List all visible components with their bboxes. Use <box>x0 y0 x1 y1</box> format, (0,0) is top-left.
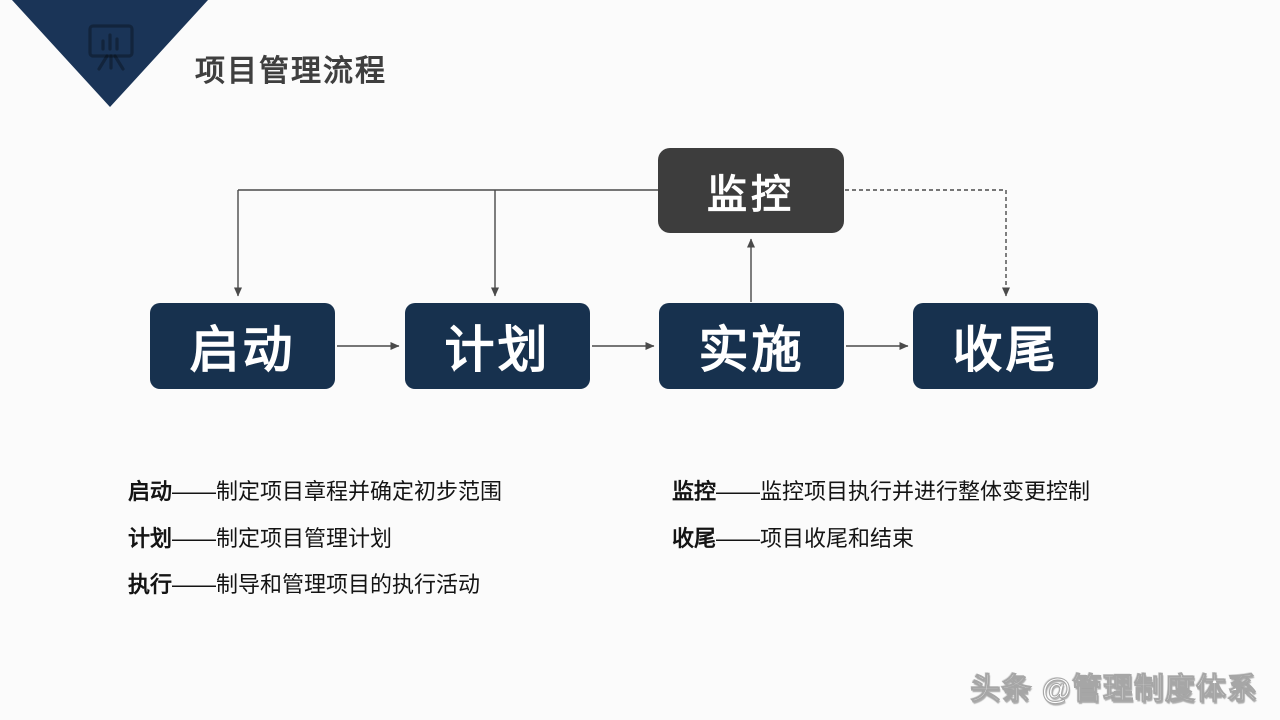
flow-box-close: 收尾 <box>913 303 1098 389</box>
definition-term: 执行 <box>128 572 173 597</box>
definition-dash: —— <box>172 479 217 504</box>
definition-dash: —— <box>716 525 761 551</box>
flow-box-monitor: 监控 <box>658 148 844 233</box>
definition-plan: 计划——制定项目管理计划 <box>128 516 502 563</box>
pennant-shape <box>12 0 208 107</box>
flow-box-implement: 实施 <box>659 303 844 389</box>
definition-dash: —— <box>172 525 217 551</box>
definition-close: 收尾——项目收尾和结束 <box>672 516 1090 563</box>
definition-dash: —— <box>716 479 761 504</box>
definitions-left-column: 启动——制定项目章程并确定初步范围 计划——制定项目管理计划 执行——制导和管理… <box>128 469 502 609</box>
flow-box-implement-label: 实施 <box>698 322 805 378</box>
flow-box-close-label: 收尾 <box>952 322 1059 378</box>
definition-term: 收尾 <box>672 525 717 551</box>
presentation-chart-icon <box>88 24 134 71</box>
flow-box-initiate: 启动 <box>150 303 335 389</box>
flow-box-initiate-label: 启动 <box>189 322 296 378</box>
definition-term: 计划 <box>128 525 173 551</box>
watermark: 头条 @管理制度体系 <box>970 673 1258 707</box>
definition-desc: 制定项目管理计划 <box>216 525 393 551</box>
definitions-right-column: 监控——监控项目执行并进行整体变更控制 收尾——项目收尾和结束 <box>672 469 1090 562</box>
flow-box-monitor-label: 监控 <box>707 172 795 217</box>
flow-box-plan: 计划 <box>405 303 590 389</box>
definition-term: 监控 <box>672 479 717 504</box>
page-title: 项目管理流程 <box>195 55 387 88</box>
definition-desc: 监控项目执行并进行整体变更控制 <box>760 479 1091 504</box>
flow-box-plan-label: 计划 <box>444 322 551 378</box>
definition-desc: 制导和管理项目的执行活动 <box>216 572 481 597</box>
definition-desc: 项目收尾和结束 <box>760 525 915 551</box>
definition-term: 启动 <box>128 479 173 504</box>
definition-desc: 制定项目章程并确定初步范围 <box>216 479 503 504</box>
definition-dash: —— <box>172 572 217 597</box>
definition-monitor: 监控——监控项目执行并进行整体变更控制 <box>672 469 1090 516</box>
definition-initiate: 启动——制定项目章程并确定初步范围 <box>128 469 502 516</box>
definition-execute: 执行——制导和管理项目的执行活动 <box>128 562 502 609</box>
